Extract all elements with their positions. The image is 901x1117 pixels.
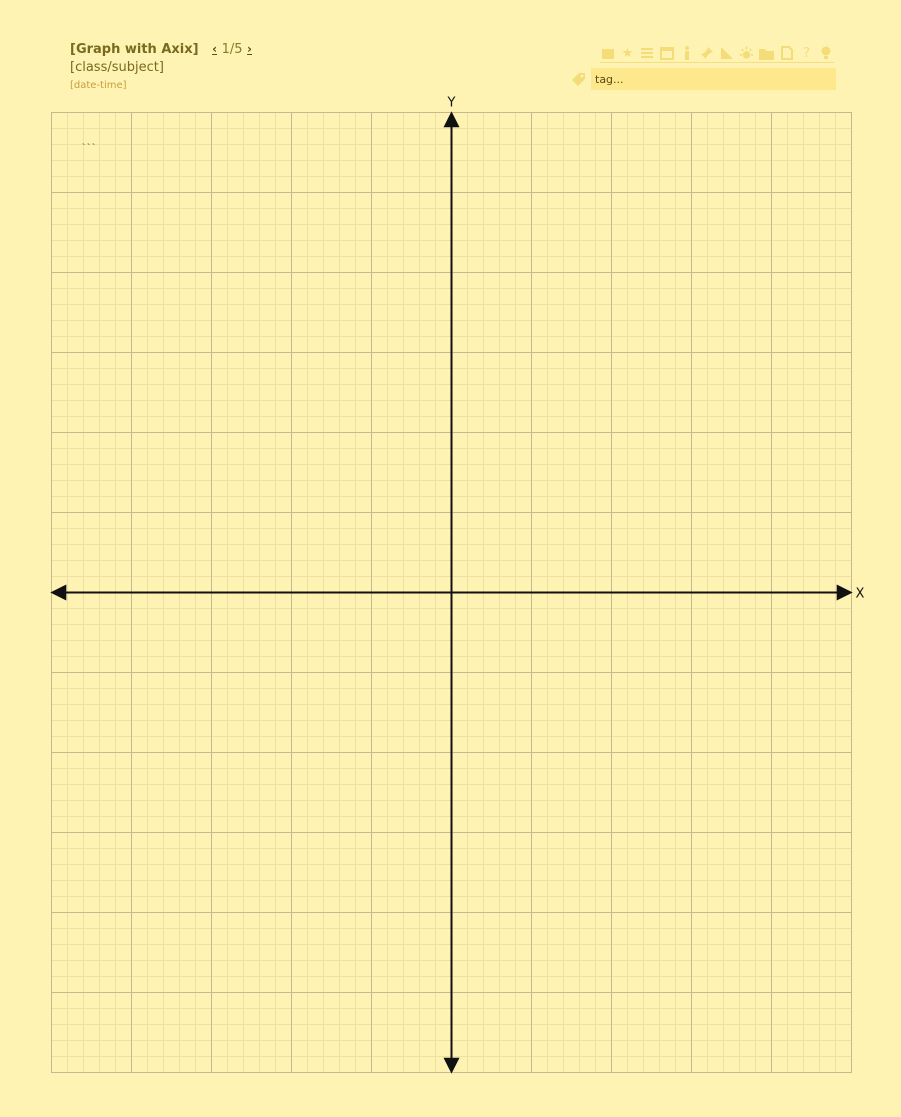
document-icon[interactable]: [779, 46, 794, 61]
folder-icon[interactable]: [759, 46, 775, 61]
list-icon[interactable]: [640, 46, 655, 61]
sun-icon[interactable]: [739, 45, 754, 61]
page-title: [Graph with Axix]: [70, 41, 199, 57]
calendar-icon[interactable]: [660, 46, 675, 61]
page-navigator: ‹ 1/5 ›: [208, 42, 257, 57]
corner-mark: ˎˎˎ: [82, 135, 97, 146]
x-axis-label: X: [856, 587, 865, 602]
pin-icon[interactable]: [700, 46, 715, 61]
previous-page-button[interactable]: ‹: [208, 42, 222, 56]
tag-input[interactable]: [591, 68, 836, 90]
star-icon[interactable]: ★: [621, 45, 634, 61]
next-page-button[interactable]: ›: [243, 42, 257, 56]
total-pages: 5: [234, 41, 243, 57]
ruler-icon[interactable]: [719, 46, 734, 61]
date-time: [date-time]: [70, 80, 127, 91]
info-icon[interactable]: [680, 45, 695, 61]
chevron-right-icon: ›: [247, 42, 252, 56]
book-icon[interactable]: [600, 46, 615, 61]
chevron-left-icon: ‹: [212, 42, 218, 56]
y-axis-label: Y: [447, 96, 456, 111]
class-subject: [class/subject]: [70, 60, 164, 75]
lightbulb-icon[interactable]: [819, 46, 834, 61]
help-icon[interactable]: ?: [803, 45, 811, 61]
header-title-row: [Graph with Axix] ‹ 1/5 ›: [70, 40, 257, 58]
toolbar: ★ ?: [600, 44, 834, 63]
page-separator: /: [229, 41, 235, 57]
current-page-number: 1: [221, 41, 230, 57]
tag-icon: [572, 73, 585, 86]
